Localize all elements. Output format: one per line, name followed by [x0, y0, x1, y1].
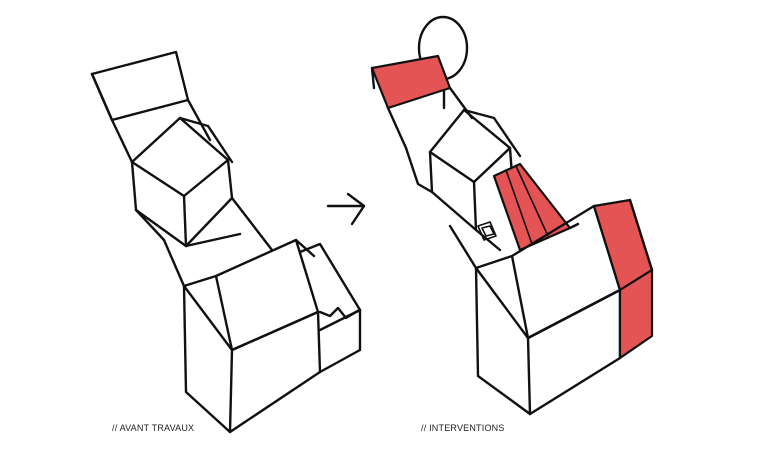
after-canopy-red [492, 162, 580, 252]
sketch-after [370, 15, 654, 416]
after-top-strip-red [370, 54, 474, 150]
after-middle-strip [448, 224, 502, 270]
after-small-house [404, 108, 522, 232]
before-middle-strip [162, 196, 274, 288]
before-small-house [130, 116, 234, 248]
after-facade-red [592, 198, 654, 360]
arrow-right-icon [326, 192, 366, 226]
before-stepped-wall [298, 242, 362, 374]
caption-before: // AVANT TRAVAUX [112, 423, 195, 433]
sketch-before [90, 50, 362, 434]
caption-after: // INTERVENTIONS [421, 423, 505, 433]
before-large-house [182, 238, 322, 434]
after-skylight [477, 221, 497, 241]
before-top-strip [90, 50, 212, 164]
